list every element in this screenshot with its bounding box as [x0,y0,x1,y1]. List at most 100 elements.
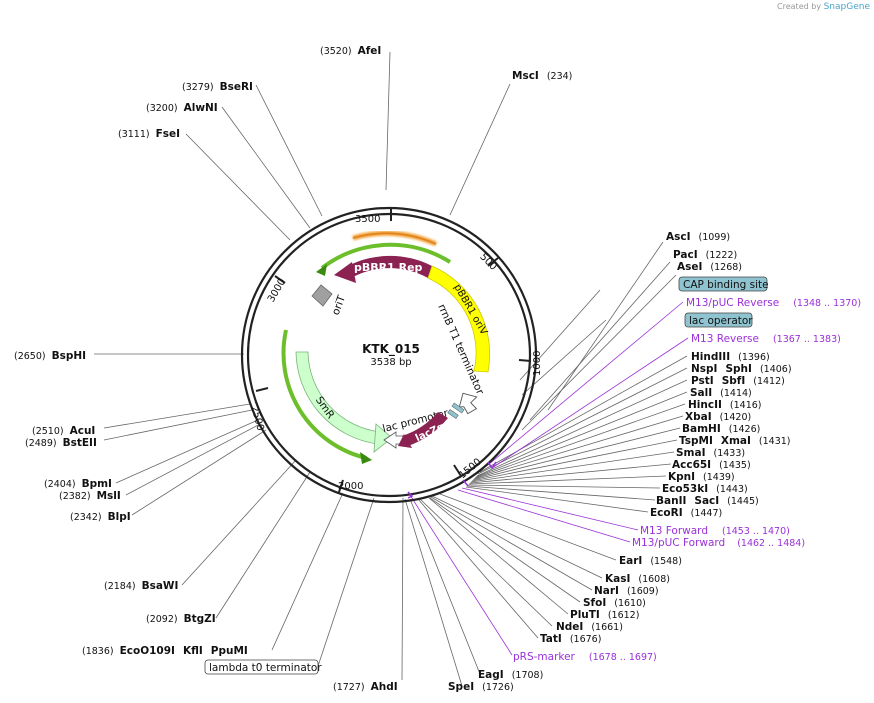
site-pos: (1608) [638,574,670,585]
site-name: MslI [97,490,121,502]
site-pos: (1447) [691,508,723,519]
site-label: (2184)BsaWI [104,580,178,592]
site-pos: (1661) [591,622,623,633]
site-pos: (1445) [727,496,759,507]
site-pos: (1727) [333,682,365,693]
cap-binding-label: CAP binding site [683,279,769,291]
site-name: BstEII [63,437,97,449]
primer-name: M13/pUC Forward [632,537,725,549]
pbbr1-rep-arrowhead [334,262,356,283]
site-label: KasI (1608) [605,573,670,585]
site-label: (2092) BtgZI [146,613,216,625]
site-label: (3279)BseRI [182,81,253,93]
site-name: EcoRI [650,507,683,519]
site-name: EarI [619,555,642,567]
site-name: PluTI [570,609,600,621]
site-pos: (1726) [482,682,514,693]
primer-label: M13 Forward(1453 .. 1470) [640,525,790,537]
site-pos: (1443) [716,484,748,495]
site-label: BamHI (1426) [682,423,760,435]
site-name: SfoI [583,597,606,609]
primer-name: pRS-marker [513,651,576,663]
site-label: PluTI (1612) [570,609,639,621]
site-label: KpnI(1439) [668,471,735,483]
green-arc-top-arrow [316,264,327,276]
smr-arrowhead [373,423,393,453]
site-name: NspI [691,363,717,375]
snapgene-credit: Created by SnapGene [777,2,870,12]
site-label: (2382) MslI [59,490,121,502]
site-label: (2404)BpmI [44,478,112,490]
orit-feature [311,284,333,307]
site-name: EagI [478,669,504,681]
site-name: FseI [156,128,180,140]
primer-mark-prs [407,491,414,499]
site-pos: (2184) [104,581,136,592]
site-label: (2342)BlpI [70,511,131,523]
site-pos: (1414) [720,388,752,399]
site-name: AscI [666,231,691,243]
site-name: HincII [688,399,722,411]
site-label: BanII SacI (1445) [656,495,759,507]
snapgene-brand: SnapGene [823,2,870,12]
site-label: AscI (1099) [666,231,730,243]
site-name: AhdI [371,681,398,693]
orange-arc-core [352,232,437,245]
site-pos: (1676) [570,634,602,645]
tick-label-2500: 2500 [248,405,265,432]
site-suffix-kfli: KflI [183,645,203,657]
site-label: Acc65I(1435) [672,459,751,471]
site-name: BamHI [682,423,721,435]
site-label: XbaI(1420) [685,411,751,423]
primer-range: (1462 .. 1484) [737,538,805,549]
green-arc-left-arrow [360,452,372,464]
site-name: KasI [605,573,630,585]
site-label: MscI(234) [512,70,572,82]
site-label: HincII(1416) [688,399,762,411]
site-pos: (1610) [614,598,646,609]
lac-operator-box [684,312,753,328]
plasmid-length: 3538 bp [370,357,411,368]
primer-leader-lines [409,301,689,656]
site-suffix-saci: SacI [694,495,719,507]
site-pos: (1222) [706,250,738,261]
site-name: AseI [677,261,702,273]
site-pos: (1836) [82,646,114,657]
primer-label: pRS-marker(1678 .. 1697) [513,651,657,663]
smr-feature [295,351,381,445]
tick-label-2000: 2000 [338,481,363,492]
site-name: SalI [690,387,712,399]
site-pos: (2382) [59,491,91,502]
site-label: (1727) AhdI [333,681,398,693]
site-name: PacI [673,249,698,261]
site-name: MscI [512,70,539,82]
site-pos: (3200) [146,103,178,114]
site-name: XbaI [685,411,712,423]
site-pos: (1396) [738,352,770,363]
primer-name: M13 Reverse [691,333,759,345]
site-pos: (1412) [753,376,785,387]
site-name: BanII [656,495,686,507]
site-name: EcoO109I [120,645,175,657]
site-name: SpeI [448,681,474,693]
primer-name: M13 Forward [640,525,708,537]
site-pos: (1612) [608,610,640,621]
site-suffix-sphi: SphI [725,363,751,375]
cap-binding-box [678,276,768,292]
site-labels-left: (3520)AfeI (3279)BseRI (3200)AlwNI (3111… [14,45,572,693]
site-label: EarI (1548) [619,555,682,567]
site-pos: (2510) [32,426,64,437]
site-name: BtgZI [184,613,216,625]
site-name: KpnI [668,471,695,483]
site-pos: (1426) [729,424,761,435]
pbbr1-rep-arrow [348,255,432,278]
site-pos: (3520) [320,46,352,57]
site-pos: (2092) [146,614,178,625]
site-pos: (1548) [650,556,682,567]
site-label: (3200)AlwNI [146,102,218,114]
tick-label-3500: 3500 [355,214,380,225]
site-pos: (1099) [699,232,731,243]
